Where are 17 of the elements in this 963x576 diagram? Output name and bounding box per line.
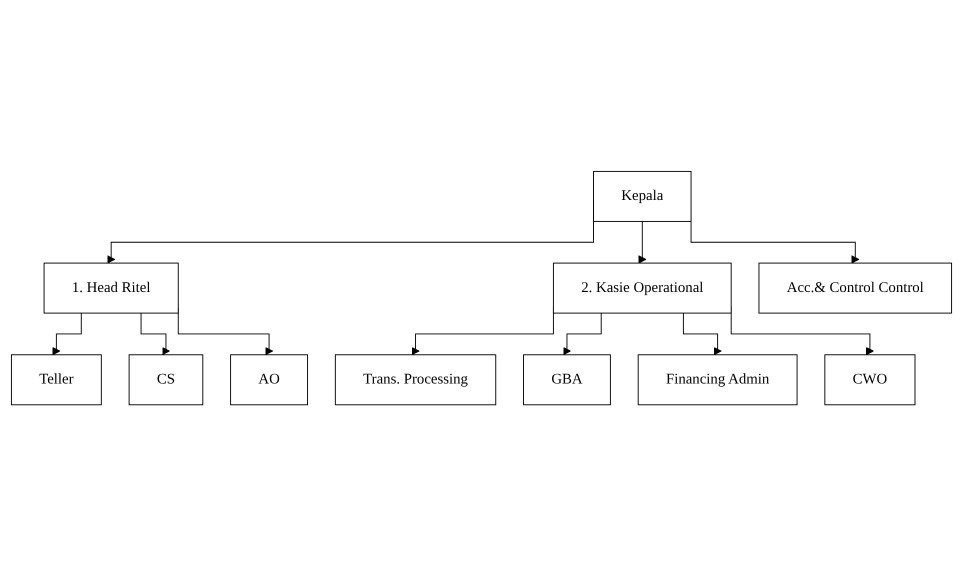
node-box <box>758 262 952 314</box>
node-box <box>10 354 102 406</box>
arrow <box>52 312 82 356</box>
node-box <box>128 354 204 406</box>
node-box <box>552 262 732 314</box>
org-chart: Kepala 1. Head Ritel 2. Kasie Operational Acc.& Control Control Teller CS AO Trans. Processing GBA Financing Admin CWO <box>4 164 959 412</box>
arrow <box>638 220 646 264</box>
node-box <box>44 262 179 314</box>
node-box <box>638 354 798 406</box>
node-box <box>230 354 308 406</box>
node-box <box>824 354 916 406</box>
arrow <box>140 312 170 356</box>
node-box <box>593 170 692 222</box>
node-box <box>334 354 496 406</box>
arrow <box>682 312 722 356</box>
arrow <box>562 312 602 356</box>
node-box <box>523 354 611 406</box>
